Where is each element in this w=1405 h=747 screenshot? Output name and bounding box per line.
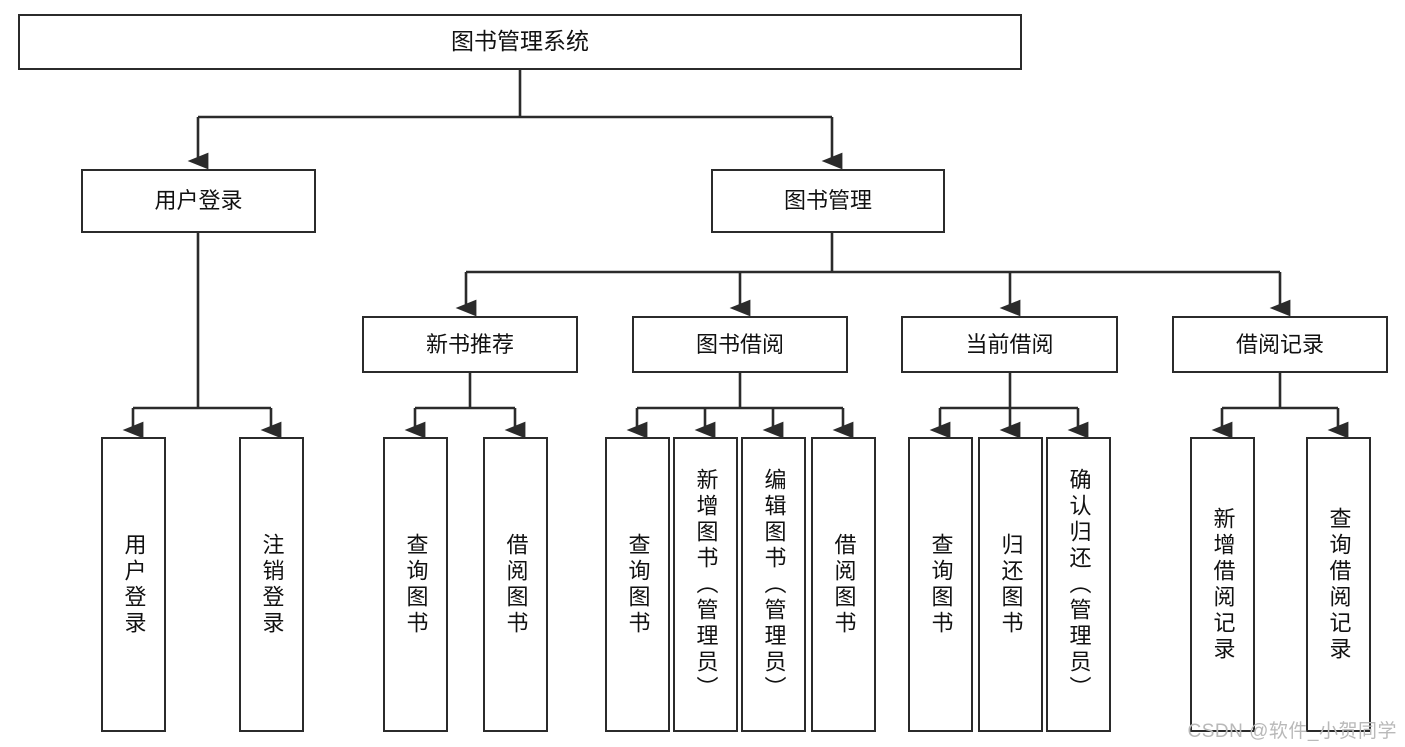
node-current-borrow[interactable]: 当前借阅: [901, 316, 1118, 373]
node-label: 新增图书（管理员）: [693, 467, 719, 702]
node-label: 借阅图书: [831, 532, 857, 637]
node-label: 图书管理系统: [451, 28, 589, 55]
node-borrow-record[interactable]: 借阅记录: [1172, 316, 1388, 373]
node-label: 当前借阅: [965, 331, 1054, 357]
node-label: 用户登录: [154, 188, 243, 214]
node-label: 编辑图书（管理员）: [761, 467, 787, 702]
node-label: 查询借阅记录: [1326, 506, 1352, 663]
leaf-user-login-logout[interactable]: 注销登录: [239, 437, 304, 732]
leaf-new-book-query[interactable]: 查询图书: [383, 437, 448, 732]
watermark: CSDN @软件_小贺同学: [1187, 721, 1397, 742]
leaf-borrow-record-add[interactable]: 新增借阅记录: [1190, 437, 1255, 732]
leaf-borrow-record-query[interactable]: 查询借阅记录: [1306, 437, 1371, 732]
node-root-system[interactable]: 图书管理系统: [18, 14, 1022, 70]
leaf-current-borrow-confirm-return[interactable]: 确认归还（管理员）: [1046, 437, 1111, 732]
node-label: 查询图书: [403, 532, 429, 637]
leaf-book-borrow-edit[interactable]: 编辑图书（管理员）: [741, 437, 806, 732]
node-label: 确认归还（管理员）: [1066, 467, 1092, 702]
node-label: 用户登录: [121, 532, 147, 637]
node-label: 图书管理: [783, 188, 872, 214]
leaf-book-borrow-add[interactable]: 新增图书（管理员）: [673, 437, 738, 732]
node-book-borrow[interactable]: 图书借阅: [632, 316, 848, 373]
node-label: 新增借阅记录: [1210, 506, 1236, 663]
node-user-login[interactable]: 用户登录: [81, 169, 316, 233]
node-new-book-recommend[interactable]: 新书推荐: [362, 316, 578, 373]
leaf-current-borrow-query[interactable]: 查询图书: [908, 437, 973, 732]
node-label: 借阅记录: [1235, 331, 1324, 357]
node-book-management[interactable]: 图书管理: [711, 169, 945, 233]
node-label: 借阅图书: [503, 532, 529, 637]
node-label: 查询图书: [625, 532, 651, 637]
node-label: 查询图书: [928, 532, 954, 637]
node-label: 图书借阅: [695, 331, 784, 357]
node-label: 新书推荐: [425, 331, 514, 357]
leaf-book-borrow-borrow[interactable]: 借阅图书: [811, 437, 876, 732]
leaf-book-borrow-query[interactable]: 查询图书: [605, 437, 670, 732]
leaf-new-book-borrow[interactable]: 借阅图书: [483, 437, 548, 732]
leaf-current-borrow-return[interactable]: 归还图书: [978, 437, 1043, 732]
node-label: 归还图书: [998, 532, 1024, 637]
node-label: 注销登录: [259, 532, 285, 637]
leaf-user-login-login[interactable]: 用户登录: [101, 437, 166, 732]
